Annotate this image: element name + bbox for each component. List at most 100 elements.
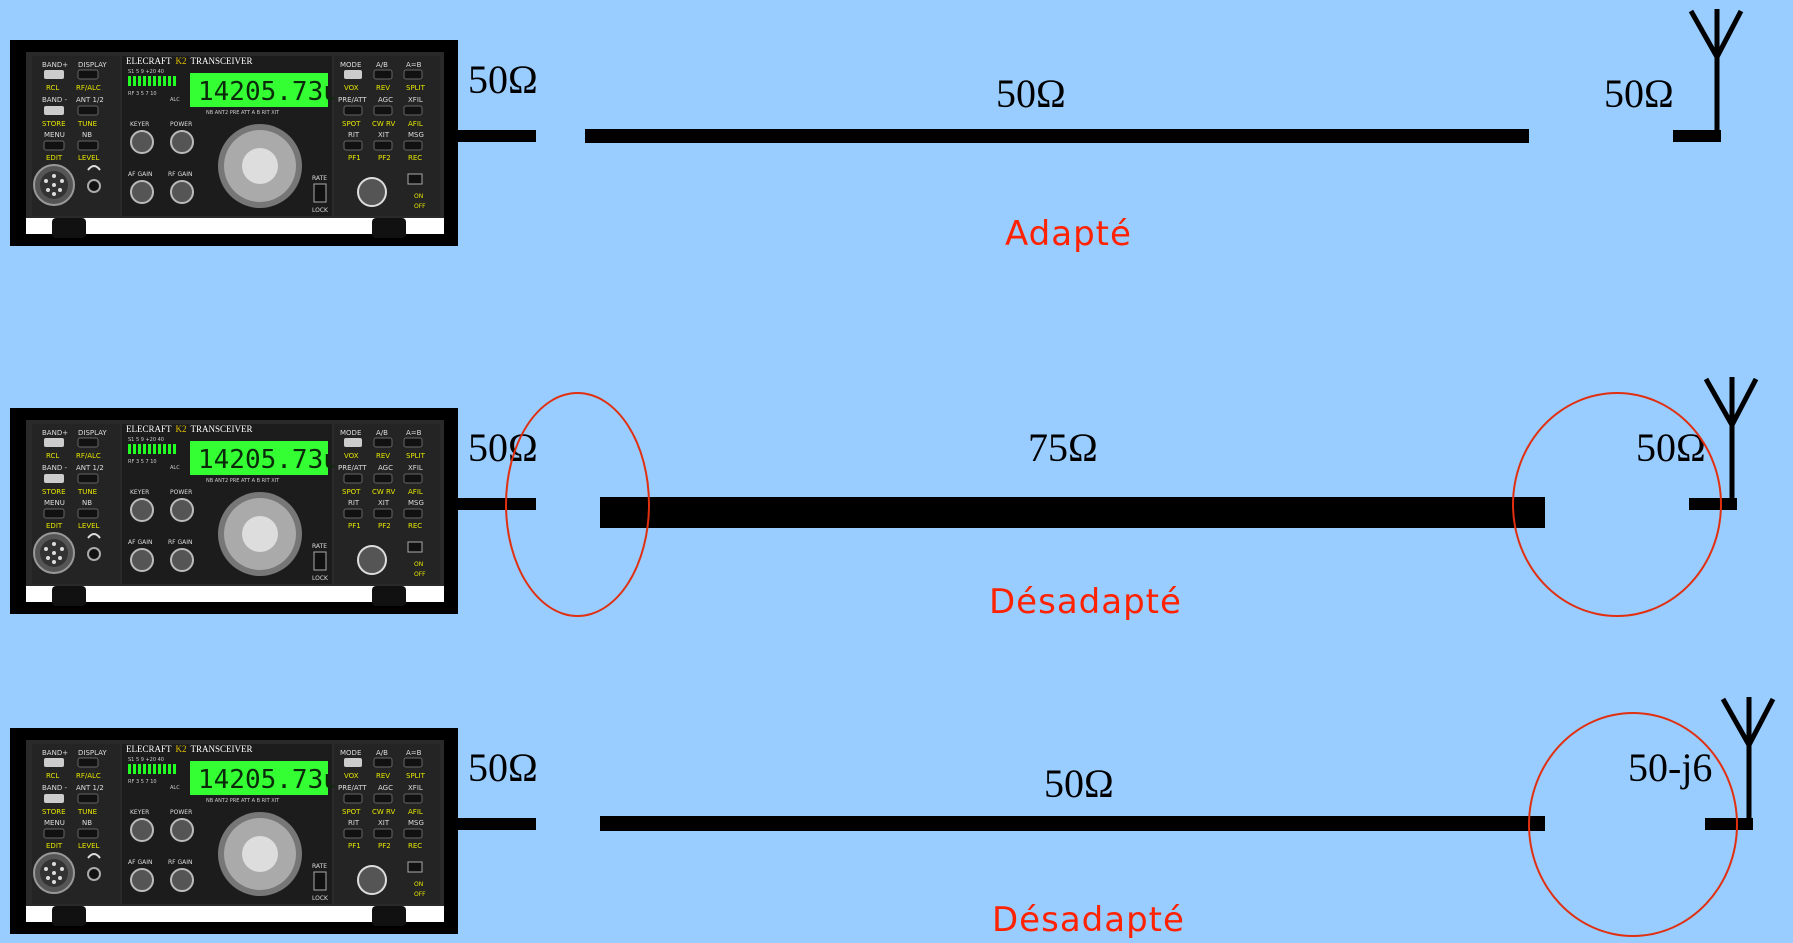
- panel-label: A/B: [376, 749, 388, 757]
- panel-label: VOX: [344, 772, 359, 780]
- panel-label: PRE/ATT: [338, 96, 367, 104]
- panel-label: EDIT: [46, 842, 63, 850]
- panel-label: AFIL: [408, 808, 423, 816]
- panel-label: ALC: [170, 97, 180, 103]
- panel-label: XIT: [378, 131, 390, 139]
- panel-label: RF GAIN: [168, 171, 193, 178]
- panel-label: SPLIT: [406, 772, 426, 780]
- panel-label: REV: [376, 452, 390, 460]
- panel-label: REC: [408, 842, 422, 850]
- panel-label: TUNE: [77, 808, 97, 816]
- panel-label: AF GAIN: [128, 171, 152, 178]
- panel-label: REC: [408, 154, 422, 162]
- panel-label: RIT: [348, 819, 360, 827]
- panel-label: RCL: [46, 452, 59, 460]
- panel-label: NB ANT2 PRE ATT A B RIT XIT: [206, 110, 280, 116]
- panel-label: MSG: [408, 499, 424, 507]
- panel-label: RATE: [312, 863, 327, 870]
- panel-label: RF GAIN: [168, 539, 193, 546]
- panel-label: A/B: [376, 61, 388, 69]
- panel-label: ELECRAFT: [126, 56, 172, 66]
- panel-label: STORE: [42, 808, 66, 816]
- panel-label: DISPLAY: [78, 429, 107, 437]
- panel-label: MODE: [340, 749, 361, 757]
- transceiver-3: BAND+ DISPLAY RCL RF/ALC BAND - ANT 1/2 …: [10, 728, 458, 934]
- panel-label: SPOT: [342, 120, 361, 128]
- antenna-icon: [1720, 697, 1776, 826]
- panel-label: TRANSCEIVER: [191, 744, 253, 754]
- panel-label: XFIL: [408, 96, 423, 104]
- transceiver-2: BAND+ DISPLAY RCL RF/ALC BAND - ANT 1/2 …: [10, 408, 458, 614]
- line-impedance-label: 50Ω: [1044, 761, 1114, 806]
- panel-label: RF/ALC: [76, 772, 101, 780]
- panel-label: SPLIT: [406, 84, 426, 92]
- panel-label: MENU: [44, 819, 65, 827]
- panel-label: SPOT: [342, 488, 361, 496]
- panel-label: CW RV: [372, 488, 396, 496]
- panel-label: ON: [414, 561, 423, 568]
- panel-label: A=B: [406, 61, 422, 69]
- frequency-display: 14205.73u: [198, 445, 339, 475]
- brand-label: BAND+: [42, 749, 68, 757]
- panel-label: TRANSCEIVER: [191, 424, 253, 434]
- panel-label: BAND -: [42, 464, 67, 472]
- panel-label: POWER: [170, 809, 192, 816]
- panel-label: LEVEL: [78, 842, 100, 850]
- coax-line-1: [585, 129, 1529, 143]
- frequency-display: 14205.73u: [198, 77, 339, 107]
- panel-label: NB: [82, 819, 92, 827]
- panel-label: BAND -: [42, 784, 67, 792]
- panel-label: RIT: [348, 131, 360, 139]
- panel-label: MODE: [340, 429, 361, 437]
- panel-label: SPOT: [342, 808, 361, 816]
- antenna-icon: [1703, 377, 1759, 506]
- panel-label: S1 5 9 +20 40: [128, 757, 164, 763]
- panel-label: RF GAIN: [168, 859, 193, 866]
- panel-label: A=B: [406, 429, 422, 437]
- line-impedance-label: 75Ω: [1028, 425, 1098, 470]
- panel-label: K2: [176, 424, 187, 434]
- brand-label: BAND+: [42, 429, 68, 437]
- panel-label: PRE/ATT: [338, 464, 367, 472]
- panel-label: A/B: [376, 429, 388, 437]
- coax-line-2: [600, 497, 1545, 528]
- panel-label: LOCK: [312, 895, 329, 902]
- panel-label: LOCK: [312, 575, 329, 582]
- source-impedance-label: 50Ω: [468, 57, 538, 102]
- k2-transceiver-panel: BAND+ DISPLAY RCL RF/ALC BAND - ANT 1/2 …: [26, 52, 444, 238]
- mismatch-status-label: Désadapté: [992, 900, 1185, 940]
- panel-label: EDIT: [46, 522, 63, 530]
- panel-label: RCL: [46, 772, 59, 780]
- panel-label: PF2: [378, 842, 391, 850]
- k2-transceiver-panel: BAND+ DISPLAY RCL RF/ALC BAND - ANT 1/2 …: [26, 420, 444, 606]
- panel-label: MODE: [340, 61, 361, 69]
- panel-label: AF GAIN: [128, 539, 152, 546]
- panel-label: PF1: [348, 154, 361, 162]
- panel-label: K2: [176, 744, 187, 754]
- panel-label: LOCK: [312, 207, 329, 214]
- panel-label: MENU: [44, 131, 65, 139]
- panel-label: RF 3 5 7 10: [128, 779, 157, 785]
- panel-label: BAND -: [42, 96, 67, 104]
- panel-label: REV: [376, 772, 390, 780]
- mismatch-circle-load: [1528, 712, 1738, 937]
- panel-label: KEYER: [130, 809, 149, 816]
- radio-output-stub-3: [456, 818, 536, 830]
- panel-label: REV: [376, 84, 390, 92]
- panel-label: CW RV: [372, 808, 396, 816]
- coax-line-3: [600, 816, 1545, 831]
- panel-label: ANT 1/2: [76, 96, 104, 104]
- mismatch-circle-source: [505, 392, 650, 617]
- panel-label: MENU: [44, 499, 65, 507]
- panel-label: MSG: [408, 131, 424, 139]
- panel-label: XIT: [378, 499, 390, 507]
- panel-label: RF/ALC: [76, 84, 101, 92]
- panel-label: TUNE: [77, 488, 97, 496]
- radio-output-stub-1: [456, 130, 536, 142]
- panel-label: POWER: [170, 489, 192, 496]
- panel-label: ALC: [170, 465, 180, 471]
